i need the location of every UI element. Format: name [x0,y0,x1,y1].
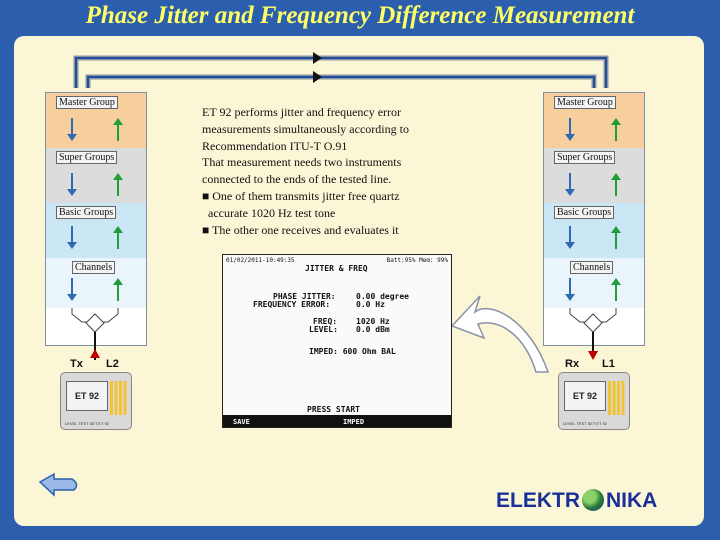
right-multiplex-stack: Master Group Super Groups Basic Groups C… [543,92,645,346]
band-master-group: Master Group [46,93,146,148]
instrument-display: ET 92 [66,381,108,411]
instrument-keypad [110,381,127,415]
phase-jitter-label: PHASE JITTER: [273,292,336,301]
left-line-label: L2 [106,358,119,370]
phase-jitter-value: 0.00 degree [356,292,409,301]
softkey-imped[interactable]: IMPED [343,418,365,426]
freq-error-label: FREQUENCY ERROR: [253,300,331,309]
instrument-screen: 01/02/2011-10:49:35 Batt:95% Mem: 99% JI… [222,254,452,428]
freq-value: 1020 Hz [356,317,390,326]
imped-text: IMPED: 600 Ohm BAL [309,347,396,356]
right-line-label: L1 [602,358,615,370]
band-label: Basic Groups [554,206,615,219]
band-label: Channels [570,261,614,274]
left-stack-arrows [67,118,123,360]
screen-battery: Batt:95% Mem: 99% [386,257,448,264]
band-label: Basic Groups [56,206,117,219]
instrument-footer: LEVEL TEST SET ET 92 [563,421,608,426]
left-instrument: ET 92 LEVEL TEST SET ET 92 [60,372,132,430]
description-line: ET 92 performs jitter and frequency erro… [202,105,402,119]
back-arrow-icon [38,472,78,497]
description-line: ■ One of them transmits jitter free quar… [202,188,400,203]
screen-datetime: 01/02/2011-10:49:35 [226,257,295,264]
logo-text-end: NIKA [606,489,658,512]
freq-error-value: 0.0 Hz [356,300,385,309]
band-channels: Channels [46,258,146,308]
softkey-save[interactable]: SAVE [233,418,250,426]
screen-heading: JITTER & FREQ [305,264,368,273]
description-line: accurate 1020 Hz test tone [202,205,336,220]
press-start-text: PRESS START [307,405,360,414]
company-logo: ELEKTR NIKA [496,489,657,513]
right-stack-arrows [565,118,621,360]
curved-arrow-icon [450,295,550,373]
freq-label: FREQ: [313,317,338,326]
right-instrument: ET 92 LEVEL TEST SET ET 92 [558,372,630,430]
rx-label: Rx [565,358,580,370]
band-label: Master Group [554,96,616,109]
level-label: LEVEL: [309,325,338,334]
band-channels: Channels [544,258,644,308]
tx-label: Tx [70,358,83,370]
description-text: ET 92 performs jitter and frequency erro… [202,104,502,238]
level-value: 0.0 dBm [356,325,390,334]
description-line: ■ The other one receives and evaluates i… [202,222,399,237]
description-line: connected to the ends of the tested line… [202,172,392,187]
band-label: Super Groups [56,151,118,164]
left-multiplex-stack: Master Group Super Groups Basic Groups C… [45,92,147,346]
slide-title: Phase Jitter and Frequency Difference Me… [85,2,635,29]
description-line: Recommendation ITU-T O.91 [202,138,348,153]
band-label: Channels [72,261,116,274]
instrument-keypad [608,381,625,415]
band-super-groups: Super Groups [46,148,146,203]
globe-icon [582,489,604,511]
logo-text-start: ELEKTR [496,489,580,512]
arrow-right-icon [313,52,322,64]
band-super-groups: Super Groups [544,148,644,203]
instrument-footer: LEVEL TEST SET ET 92 [65,421,110,426]
softkey-bar: SAVE IMPED [223,415,451,427]
band-label: Super Groups [554,151,616,164]
description-line: measurements simultaneously according to [202,121,409,136]
band-label: Master Group [56,96,118,109]
band-basic-groups: Basic Groups [544,203,644,258]
band-basic-groups: Basic Groups [46,203,146,258]
band-master-group: Master Group [544,93,644,148]
description-line: That measurement needs two instruments [202,155,402,170]
instrument-display: ET 92 [564,381,606,411]
arrow-right-icon [313,71,322,83]
